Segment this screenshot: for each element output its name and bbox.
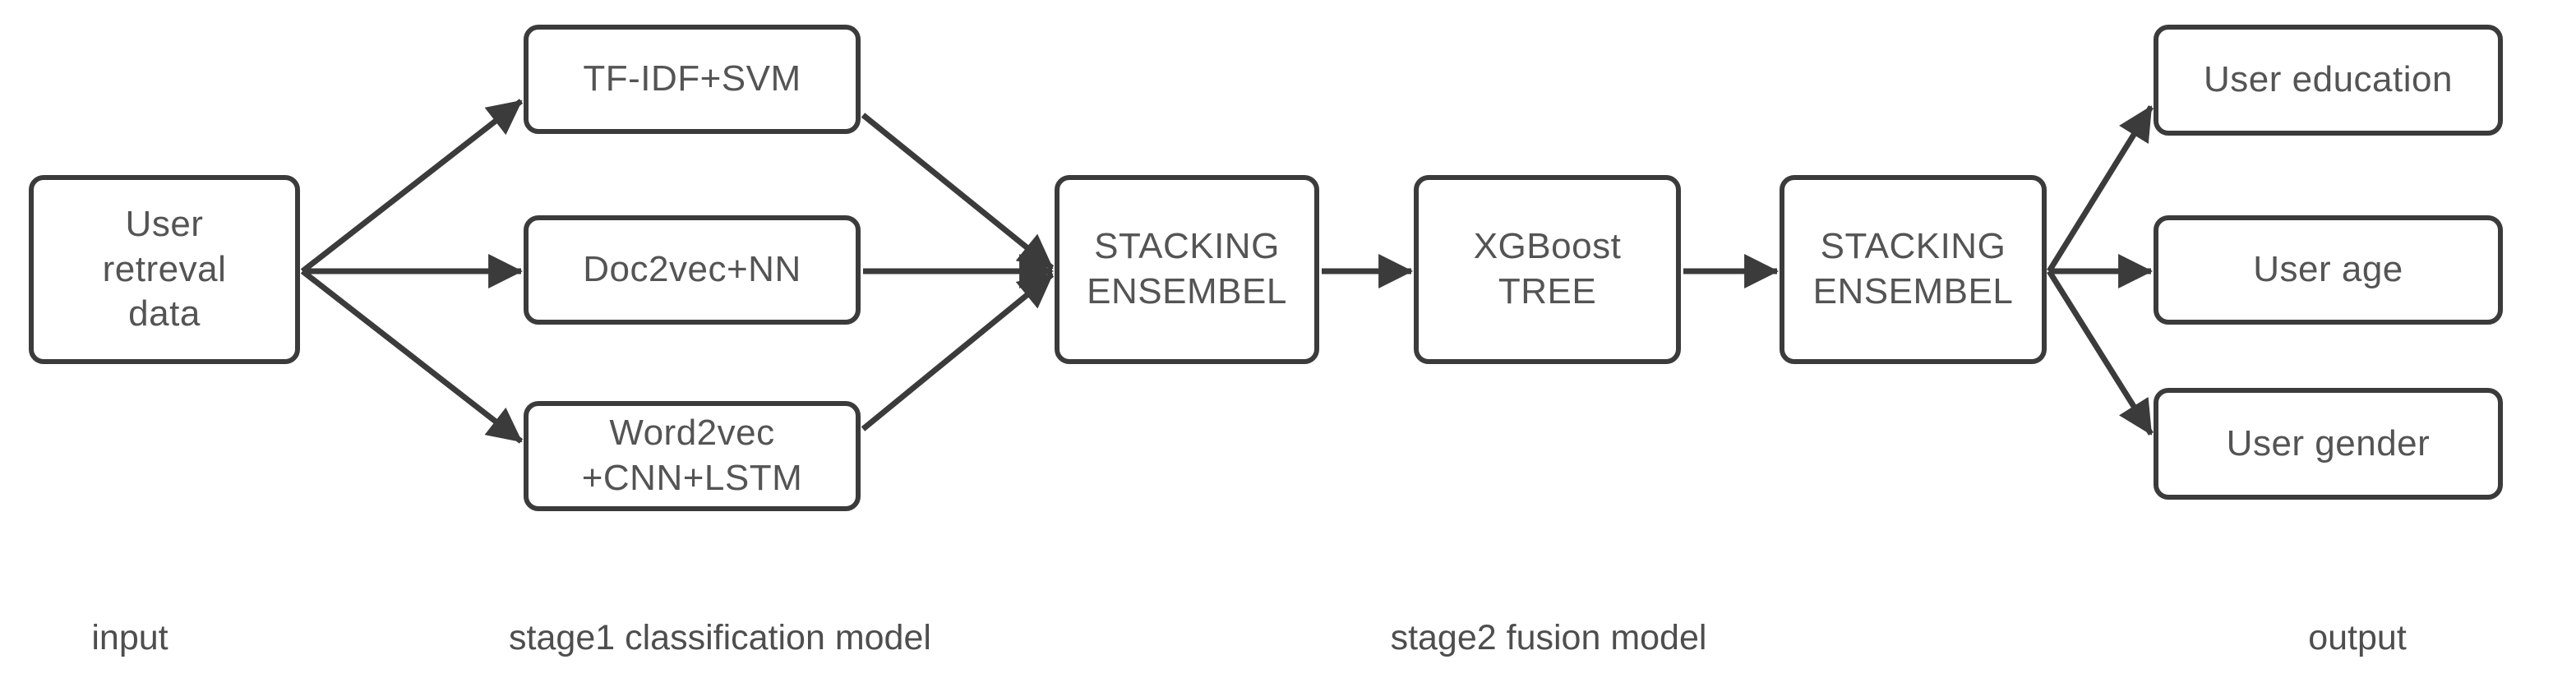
node-user-age: User age — [2154, 215, 2503, 325]
node-label: TF-IDF+SVM — [583, 58, 801, 99]
caption-input: input — [91, 618, 169, 657]
caption-output: output — [2308, 618, 2407, 657]
node-label: User age — [2253, 249, 2403, 290]
arrow-tfidf-to-stacking1 — [861, 113, 1055, 270]
caption-stage1-classification-model: stage1 classification model — [509, 618, 931, 657]
node-doc2vec-nn: Doc2vec+NN — [524, 215, 861, 325]
node-label: XGBoost TREE — [1473, 226, 1622, 311]
arrow-input-to-word2vec — [300, 269, 524, 444]
arrow-stacking2-to-gender — [2047, 270, 2154, 436]
node-stacking-ensemble-2: STACKING ENSEMBEL — [1780, 175, 2047, 364]
node-tfidf-svm: TF-IDF+SVM — [524, 25, 861, 134]
node-label: STACKING ENSEMBEL — [1087, 226, 1287, 311]
node-label: User retreval data — [102, 204, 227, 334]
node-label: Word2vec +CNN+LSTM — [581, 413, 803, 498]
node-label: Doc2vec+NN — [583, 249, 801, 290]
node-label: STACKING ENSEMBEL — [1812, 226, 2014, 311]
node-stacking-ensemble-1: STACKING ENSEMBEL — [1055, 175, 1319, 364]
node-word2vec-cnn-lstm: Word2vec +CNN+LSTM — [524, 401, 861, 511]
node-user-education: User education — [2154, 25, 2503, 136]
node-xgboost-tree: XGBoost TREE — [1414, 175, 1681, 364]
caption-stage2-fusion-model: stage2 fusion model — [1390, 618, 1707, 657]
node-user-gender: User gender — [2154, 388, 2503, 500]
arrow-input-to-tfidf — [300, 99, 524, 274]
arrow-word2vec-to-stacking1 — [861, 272, 1055, 431]
arrow-stacking2-to-education — [2047, 105, 2154, 273]
node-label: User education — [2204, 59, 2453, 100]
node-user-retrieval-data: User retreval data — [29, 175, 300, 364]
node-label: User gender — [2226, 422, 2431, 464]
